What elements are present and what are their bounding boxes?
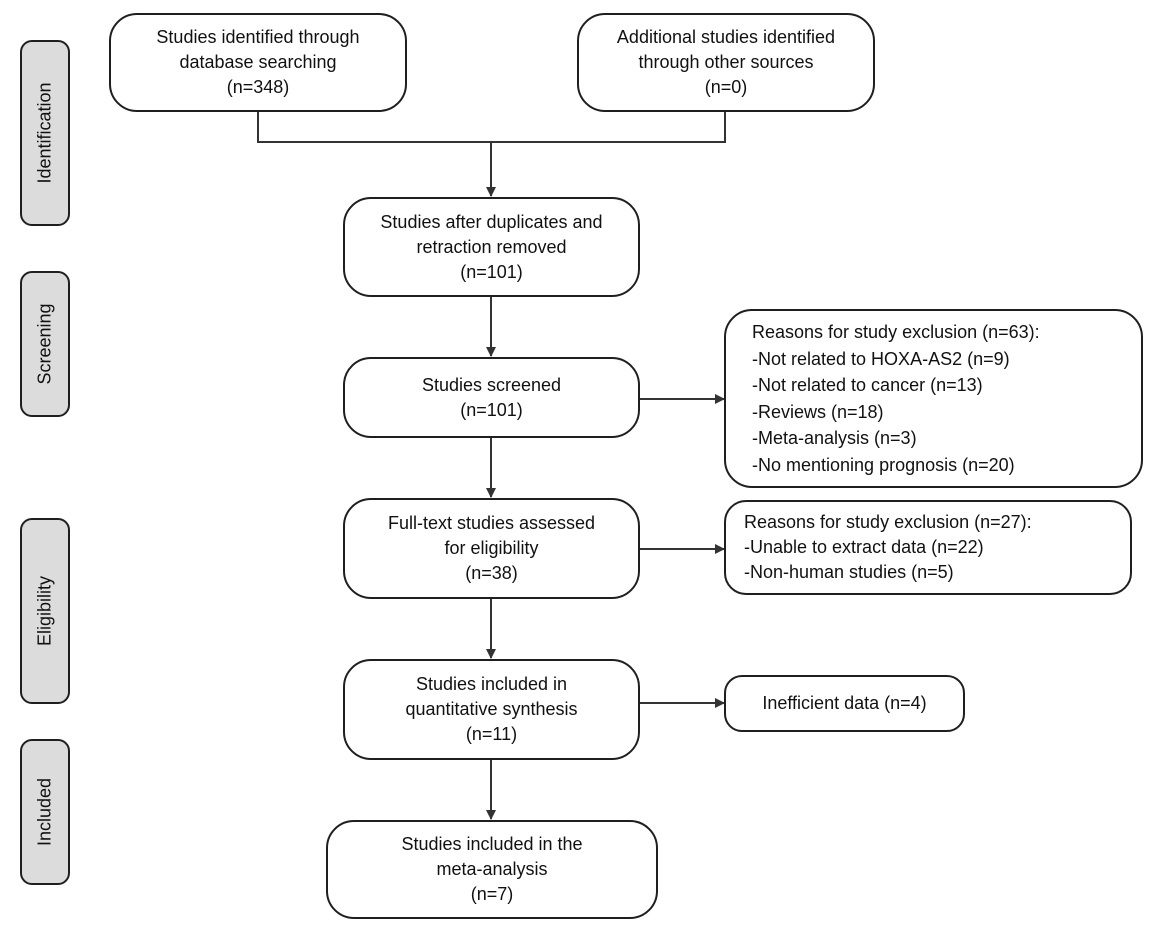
box-line: (n=0) — [704, 77, 748, 97]
box-line: Studies included in — [415, 674, 568, 694]
phase-identification-label: Identification — [34, 82, 55, 184]
exclusion-line: Reasons for study exclusion (n=27): — [744, 512, 1032, 532]
phase-screening-label: Screening — [34, 303, 55, 385]
exclusion-line: -Unable to extract data (n=22) — [744, 537, 984, 557]
exclusion-line: -Reviews (n=18) — [752, 401, 884, 422]
other-sources-box: Additional studies identified through ot… — [577, 13, 875, 112]
box-line: database searching — [179, 52, 337, 72]
box-line: Studies after duplicates and — [380, 211, 603, 232]
phase-eligibility: Eligibility — [20, 518, 70, 704]
box-line: (n=348) — [226, 77, 290, 97]
exclusion-line: -Non-human studies (n=5) — [744, 562, 954, 582]
box-line: (n=11) — [465, 724, 518, 744]
duplicates-removed-box: Studies after duplicates and retraction … — [343, 197, 640, 297]
phase-identification: Identification — [20, 40, 70, 226]
full-text-assessed-box: Full-text studies assessed for eligibili… — [343, 498, 640, 599]
box-line: for eligibility — [444, 538, 539, 558]
exclusion-line: -Not related to cancer (n=13) — [752, 375, 983, 395]
box-line: Full-text studies assessed — [387, 513, 596, 533]
phase-eligibility-label: Eligibility — [34, 575, 55, 647]
screening-exclusion-box: Reasons for study exclusion (n=63): -Not… — [724, 309, 1143, 488]
box-line: Studies included in the — [401, 834, 583, 854]
phase-included: Included — [20, 739, 70, 885]
phase-included-label: Included — [34, 777, 55, 847]
database-search-box: Studies identified through database sear… — [109, 13, 407, 112]
exclusion-line: Inefficient data (n=4) — [762, 693, 927, 713]
studies-screened-box: Studies screened (n=101) — [343, 357, 640, 438]
meta-analysis-box: Studies included in the meta-analysis (n… — [326, 820, 658, 919]
merge-connector — [257, 112, 726, 143]
inefficient-data-box: Inefficient data (n=4) — [724, 675, 965, 732]
exclusion-line: -Meta-analysis (n=3) — [752, 428, 917, 448]
quantitative-synthesis-box: Studies included in quantitative synthes… — [343, 659, 640, 760]
box-line: Studies identified through — [156, 27, 360, 47]
box-line: meta-analysis — [436, 859, 548, 879]
exclusion-line: Reasons for study exclusion (n=63): — [752, 322, 1040, 342]
box-line: (n=101) — [460, 261, 523, 282]
box-line: (n=101) — [460, 399, 523, 420]
box-line: (n=38) — [465, 563, 518, 583]
box-line: retraction removed — [416, 236, 567, 257]
eligibility-exclusion-box: Reasons for study exclusion (n=27): -Una… — [724, 500, 1132, 595]
phase-screening: Screening — [20, 271, 70, 417]
box-line: through other sources — [638, 52, 814, 72]
box-line: quantitative synthesis — [405, 699, 578, 719]
exclusion-line: -Not related to HOXA-AS2 (n=9) — [752, 348, 1010, 369]
exclusion-line: -No mentioning prognosis (n=20) — [752, 454, 1015, 475]
box-line: Additional studies identified — [616, 27, 836, 47]
box-line: (n=7) — [470, 884, 514, 904]
box-line: Studies screened — [421, 374, 562, 395]
